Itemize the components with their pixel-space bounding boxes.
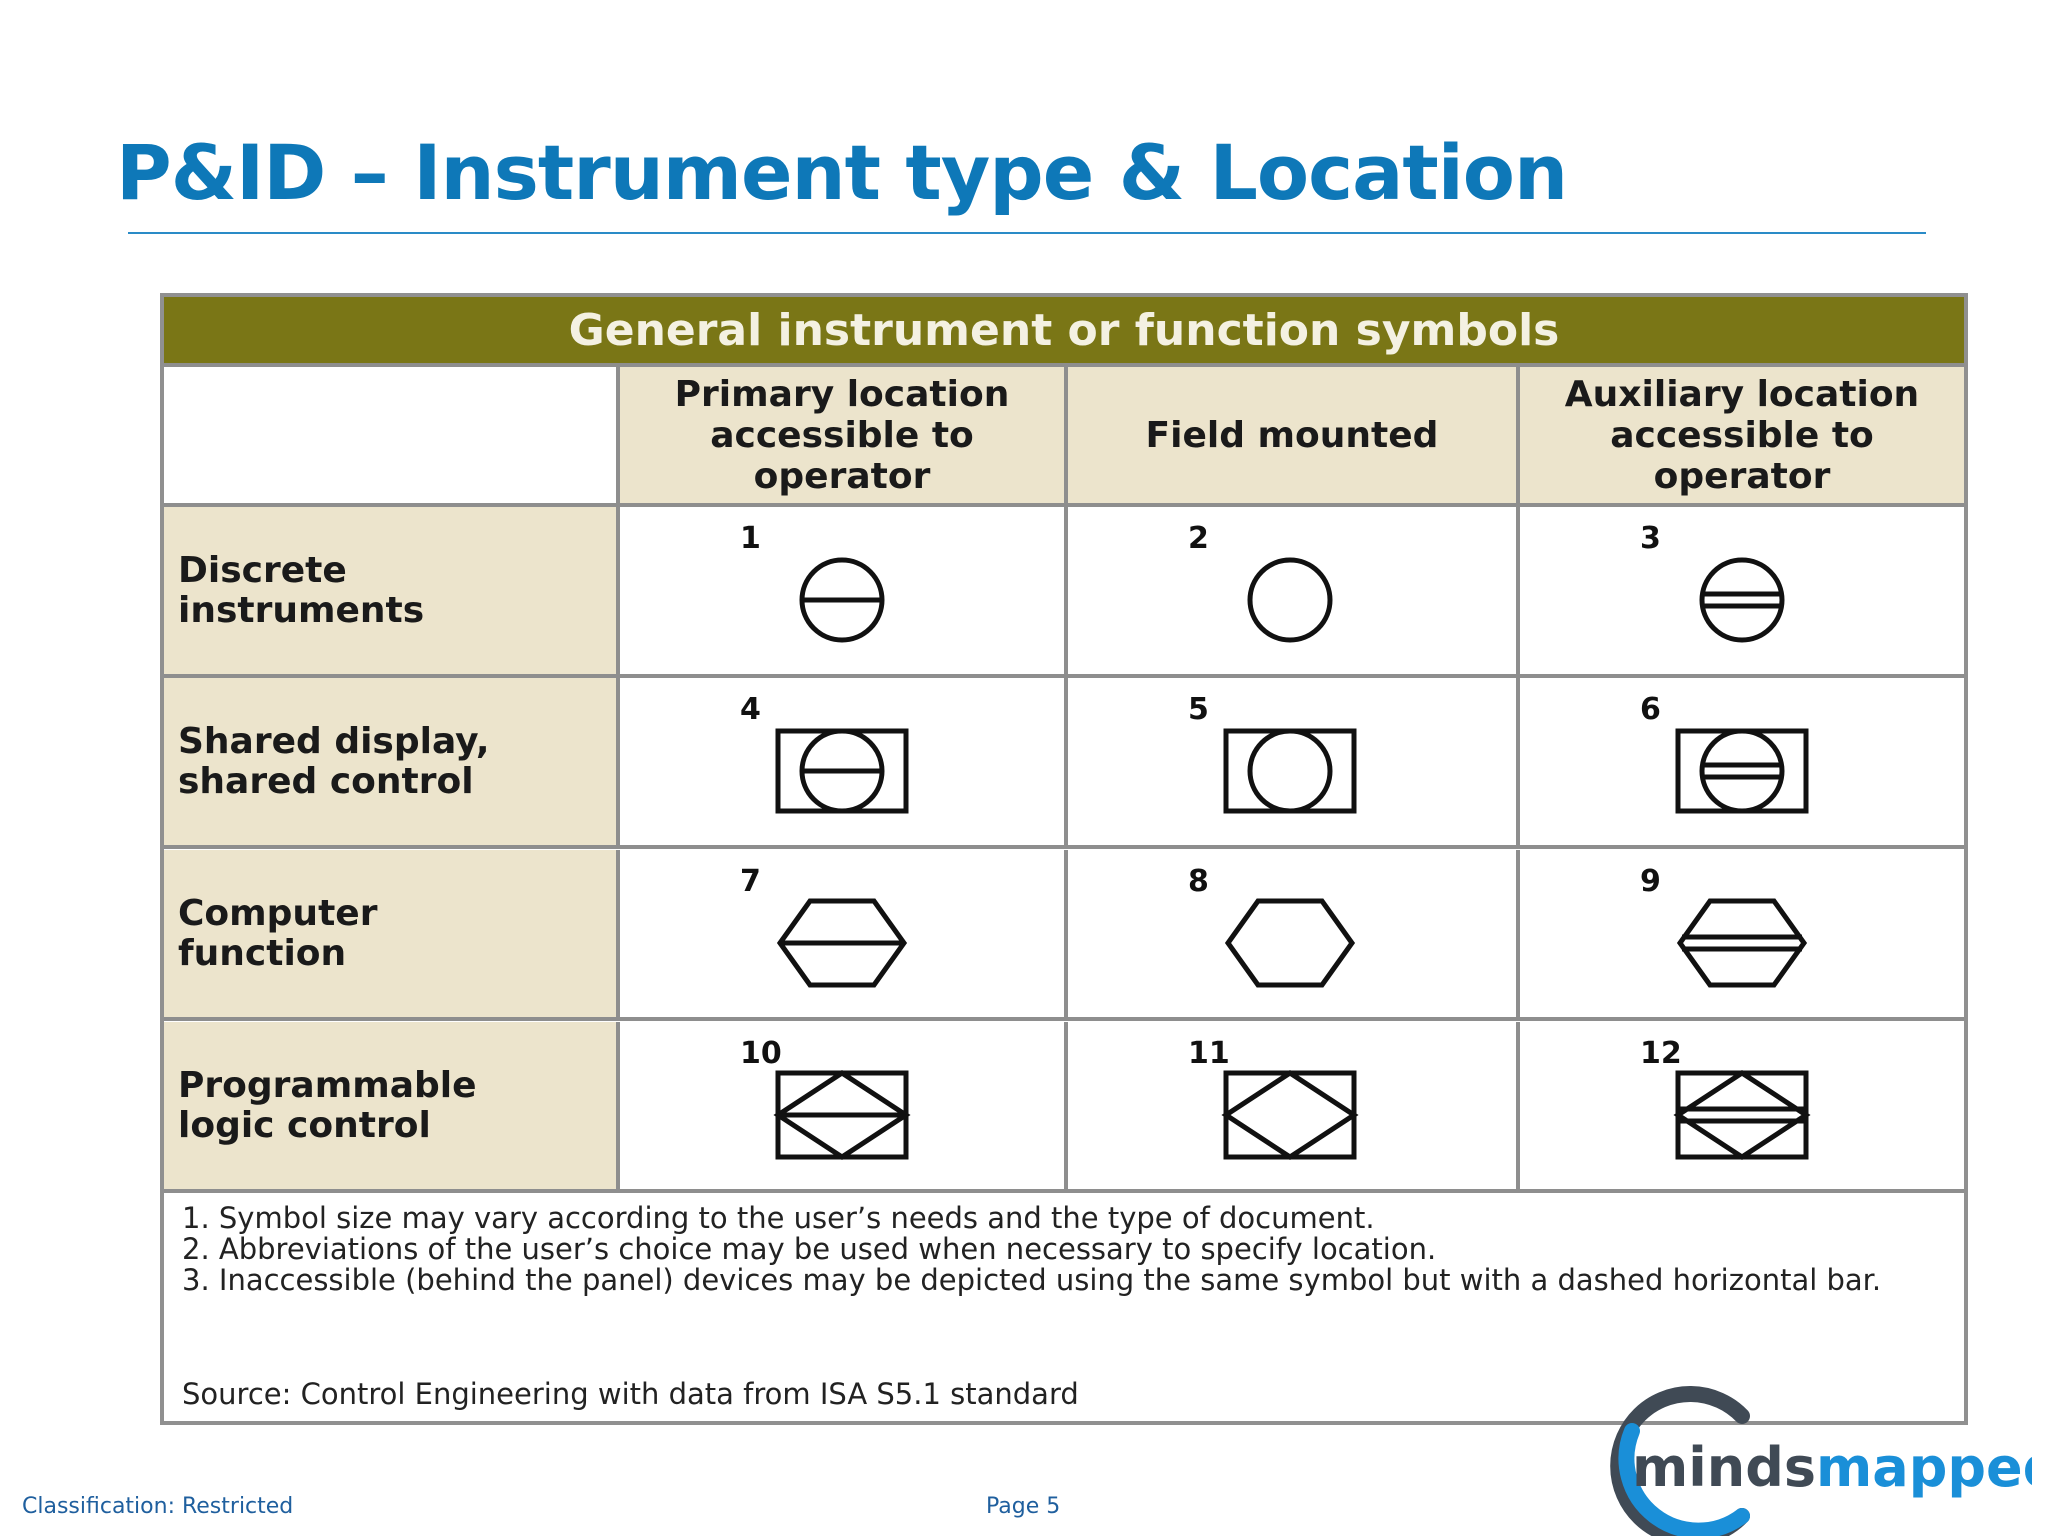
symbol-graphic xyxy=(1221,1070,1359,1160)
column-header-line: accessible to xyxy=(710,414,974,456)
symbol-cell: 3 xyxy=(1520,507,1964,678)
column-header-line: Field mounted xyxy=(1145,414,1439,456)
circle-symbol xyxy=(1247,557,1333,643)
symbol-table: General instrument or function symbols 1… xyxy=(160,293,1968,1425)
symbol-graphic xyxy=(776,898,908,988)
symbol-number: 5 xyxy=(1188,692,1209,727)
symbol-cell: 11 xyxy=(1068,1022,1520,1193)
symbol-number: 3 xyxy=(1640,521,1661,556)
symbol-graphic xyxy=(799,557,885,643)
classification-label: Classification: Restricted xyxy=(22,1494,294,1519)
symbol-cell: 7 xyxy=(620,850,1068,1021)
column-header-line: Auxiliary location xyxy=(1564,373,1920,415)
symbol-graphic xyxy=(773,1070,911,1160)
symbol-number: 8 xyxy=(1188,864,1209,899)
symbol-number: 10 xyxy=(740,1036,782,1071)
note-line: 2. Abbreviations of the user’s choice ma… xyxy=(182,1232,1437,1266)
diamond-in-square-symbol xyxy=(773,1070,911,1160)
symbol-cell: 1 xyxy=(620,507,1068,678)
row-label-line: function xyxy=(178,932,347,974)
note-line: 1. Symbol size may vary according to the… xyxy=(182,1201,1375,1235)
svg-text:mindsmapped: mindsmapped xyxy=(1632,1436,2032,1499)
row-label: Shared display,shared control xyxy=(164,678,620,849)
symbol-graphic xyxy=(1223,728,1357,814)
circle-in-square-symbol xyxy=(775,728,909,814)
symbol-graphic xyxy=(1676,898,1808,988)
circle-symbol xyxy=(1699,557,1785,643)
hexagon-symbol xyxy=(1224,898,1356,988)
hexagon-symbol xyxy=(1676,898,1808,988)
row-label-line: logic control xyxy=(178,1104,431,1146)
circle-symbol xyxy=(799,557,885,643)
column-header-line: operator xyxy=(753,455,931,497)
symbol-cell: 9 xyxy=(1520,850,1964,1021)
title-divider xyxy=(128,232,1926,234)
row-label-line: shared control xyxy=(178,760,474,802)
symbol-graphic xyxy=(1247,557,1333,643)
column-header: Field mounted xyxy=(1068,367,1520,507)
row-label-line: instruments xyxy=(178,589,425,631)
logo-text-mapped: mapped xyxy=(1816,1436,2032,1499)
page-number: Page 5 xyxy=(986,1494,1061,1519)
symbol-cell: 12 xyxy=(1520,1022,1964,1193)
column-header-line: Primary location xyxy=(674,373,1010,415)
row-label-line: Computer xyxy=(178,892,378,934)
diamond-in-square-symbol xyxy=(1673,1070,1811,1160)
circular-arc-logo-icon xyxy=(1610,1386,1750,1536)
table-source: Source: Control Engineering with data fr… xyxy=(182,1377,1079,1411)
circle-in-square-symbol xyxy=(1223,728,1357,814)
table-notes: 1. Symbol size may vary according to the… xyxy=(182,1203,1952,1296)
symbol-cell: 8 xyxy=(1068,850,1520,1021)
symbol-graphic xyxy=(1699,557,1785,643)
mindsmapped-logo: mindsmapped xyxy=(1610,1386,2032,1536)
symbol-number: 7 xyxy=(740,864,761,899)
circle-in-square-symbol xyxy=(1675,728,1809,814)
symbol-number: 11 xyxy=(1188,1036,1230,1071)
symbol-number: 1 xyxy=(740,521,761,556)
symbol-cell: 6 xyxy=(1520,678,1964,849)
symbol-graphic xyxy=(1675,728,1809,814)
symbol-cell: 10 xyxy=(620,1022,1068,1193)
row-label-line: Discrete xyxy=(178,549,347,591)
symbol-graphic xyxy=(1224,898,1356,988)
symbol-cell: 2 xyxy=(1068,507,1520,678)
symbol-number: 2 xyxy=(1188,521,1209,556)
symbol-graphic xyxy=(1673,1070,1811,1160)
row-label-line: Shared display, xyxy=(178,720,490,762)
table-title: General instrument or function symbols xyxy=(164,297,1964,367)
slide-title: P&ID – Instrument type & Location xyxy=(116,128,1568,217)
symbol-number: 4 xyxy=(740,692,761,727)
diamond-in-square-symbol xyxy=(1221,1070,1359,1160)
symbol-number: 9 xyxy=(1640,864,1661,899)
note-line: 3. Inaccessible (behind the panel) devic… xyxy=(182,1263,1882,1297)
symbol-cell: 5 xyxy=(1068,678,1520,849)
row-label-line: Programmable xyxy=(178,1064,477,1106)
logo-text-minds: minds xyxy=(1632,1436,1816,1499)
hexagon-symbol xyxy=(776,898,908,988)
symbol-number: 12 xyxy=(1640,1036,1682,1071)
column-header-line: accessible to xyxy=(1610,414,1874,456)
symbol-cell: 4 xyxy=(620,678,1068,849)
column-header-line: operator xyxy=(1653,455,1831,497)
table-corner-cell xyxy=(164,367,620,507)
symbol-number: 6 xyxy=(1640,692,1661,727)
symbol-graphic xyxy=(775,728,909,814)
